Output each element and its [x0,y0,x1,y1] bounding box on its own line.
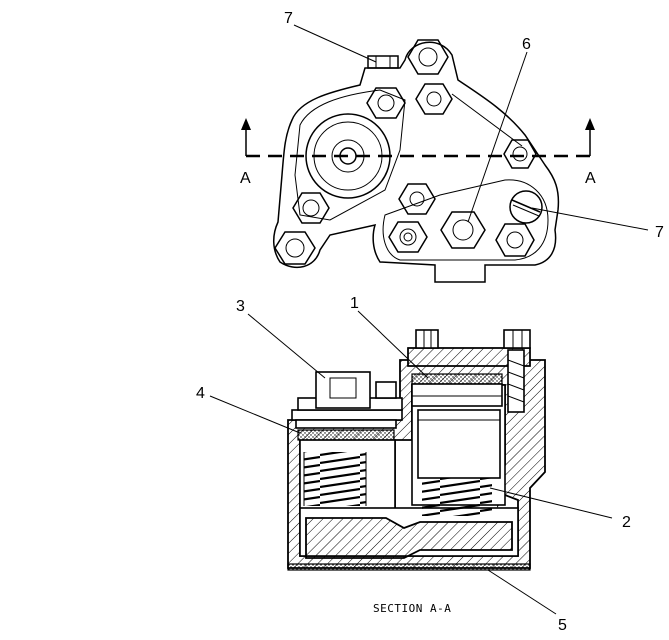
bolt-hex-icon [366,87,406,119]
left-spring [304,452,366,506]
bolt-hex-icon [495,223,535,257]
bottom-plug [305,517,513,559]
arrow-up-icon [585,118,595,130]
bolt-hex-icon [274,231,316,265]
leader-3 [247,313,326,379]
lower-plate [382,179,549,261]
leader-7-right [531,207,649,231]
leader-4 [209,395,301,434]
callout-4: 4 [196,385,205,402]
section-caption: SECTION A-A [373,602,451,615]
section-mark-left: A [240,170,251,187]
callout-2: 2 [622,514,631,531]
section-mark-right: A [585,170,596,187]
leader-6 [467,51,528,223]
callout-6: 6 [522,36,531,53]
adjust-screw-head [509,190,543,224]
cover-bolt-left [415,329,439,349]
callout-1: 1 [350,295,359,312]
left-seal [297,429,395,441]
right-retainer [411,383,503,407]
cover-bolt-right [503,329,531,349]
cover-plate [294,89,406,221]
bolt-hex-icon [415,83,453,115]
left-washer [295,419,397,429]
top-view: 7 6 7 A A [240,10,664,283]
bolt-hex-icon [407,39,449,75]
leader-5 [487,569,557,615]
small-plug [375,381,397,399]
callout-3: 3 [236,298,245,315]
section-view: 3 4 1 2 5 SECTION A-A [196,295,631,634]
left-cover-plate [291,409,403,421]
callout-7-right: 7 [655,224,664,241]
callout-7-top: 7 [284,10,293,27]
piston [417,409,501,479]
bolt-hex-icon [398,183,436,215]
right-spring [422,478,492,516]
bolt-hex-icon [388,221,428,253]
bottom-gasket [287,563,531,571]
leader-7-top [293,24,377,63]
leader-1 [357,310,429,379]
arrow-up-icon [241,118,251,130]
pump-body-outline [273,41,560,283]
bolt-heads [274,39,543,265]
top-screw-head [367,55,399,69]
cover-bolt-shank [507,349,525,413]
leader-6b [451,93,523,147]
leader-2 [489,487,613,519]
nut-hex-icon [440,211,486,249]
callout-5: 5 [558,617,567,634]
bolt-hex-icon [292,192,330,224]
bolt-hex-icon [503,139,537,169]
